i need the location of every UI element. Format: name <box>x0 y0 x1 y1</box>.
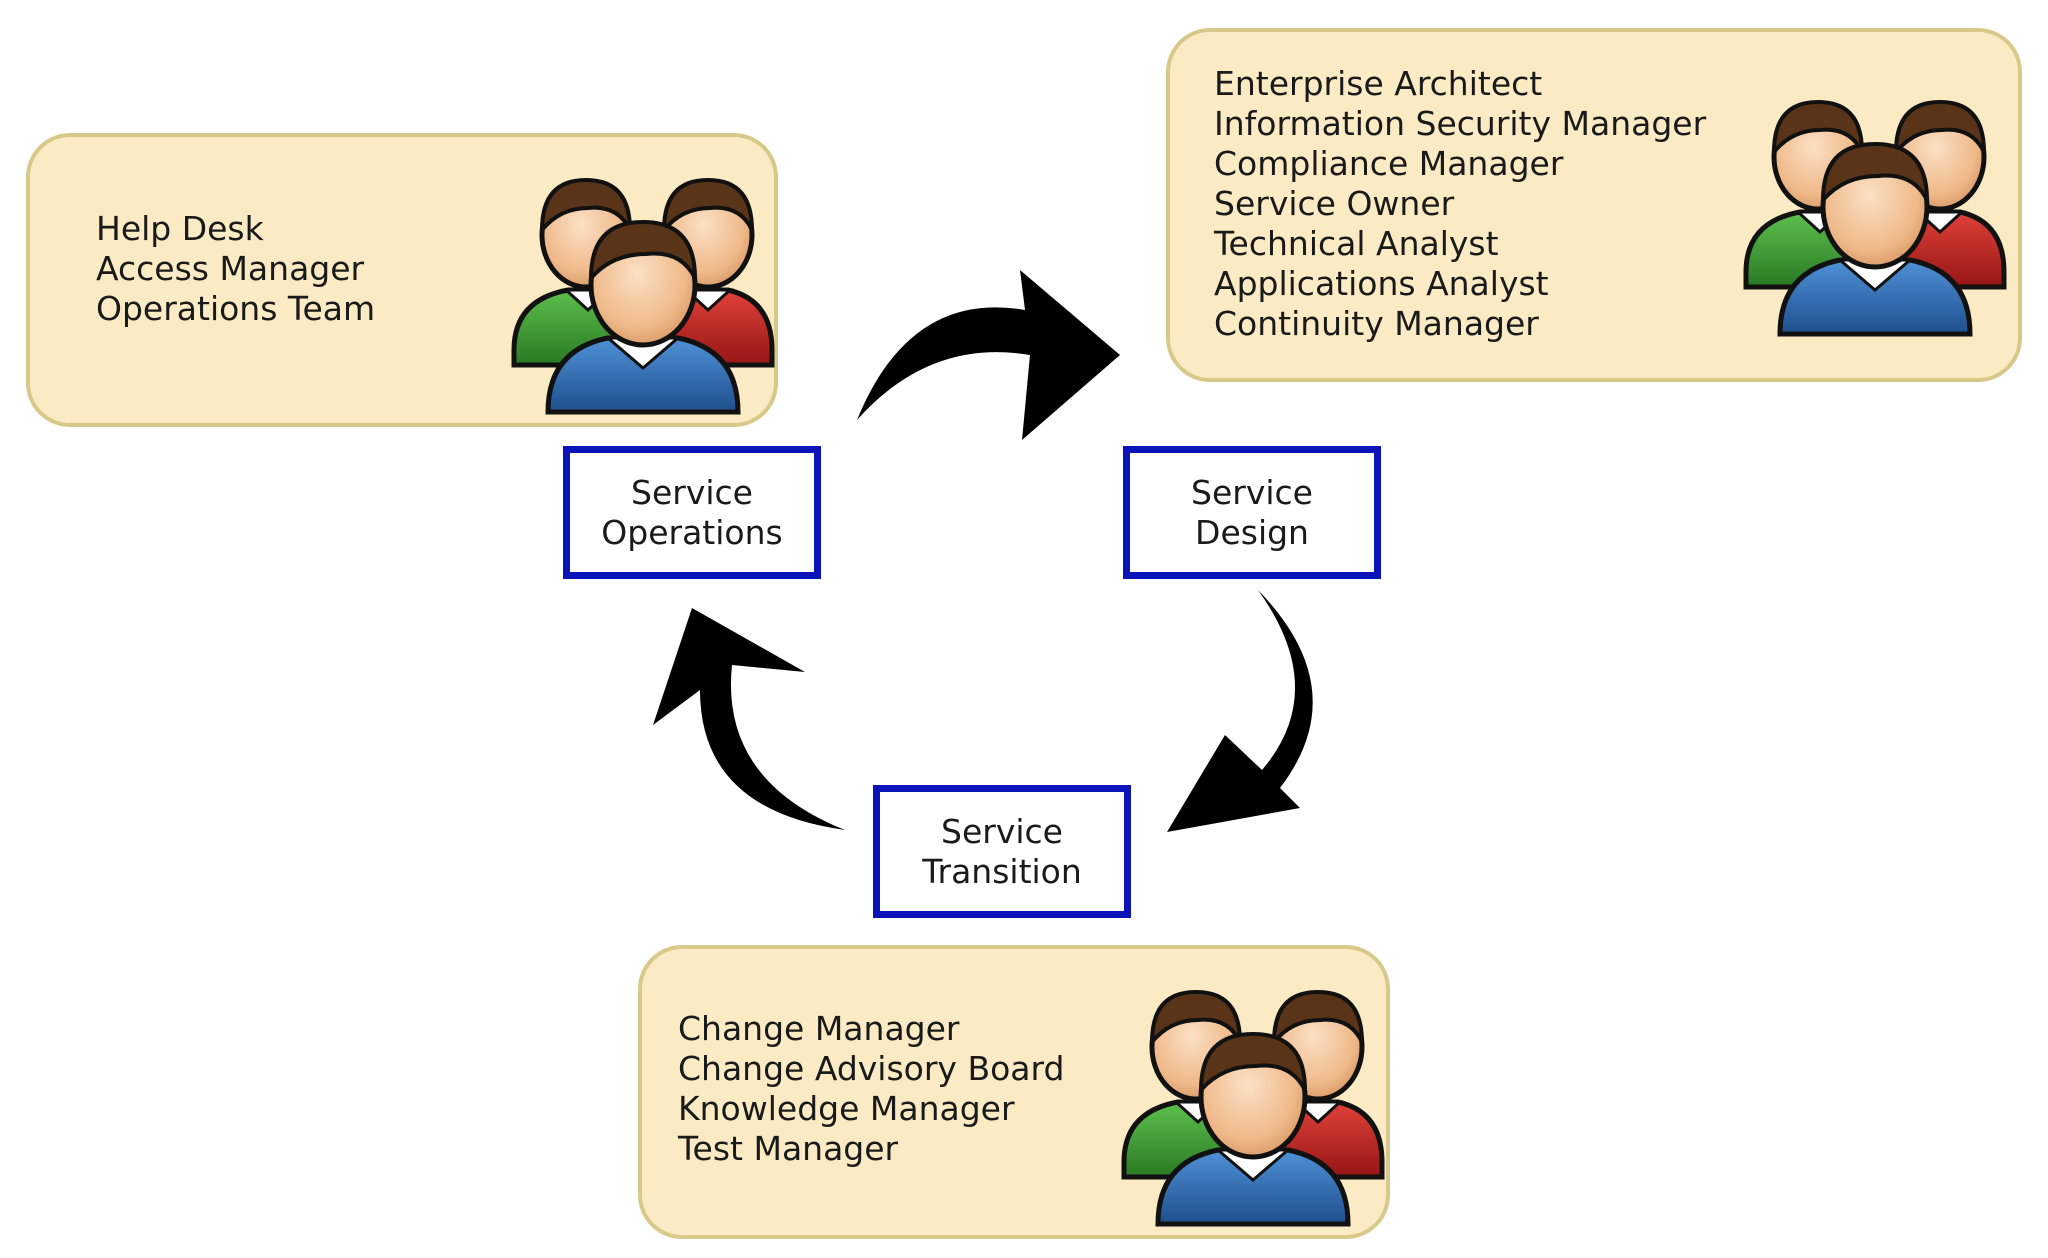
role-item: Service Owner <box>1214 184 1455 223</box>
role-item: Change Advisory Board <box>678 1049 1065 1088</box>
role-item: Change Manager <box>678 1009 960 1048</box>
phase-service-design: Service Design <box>1123 446 1381 579</box>
role-item: Enterprise Architect <box>1214 64 1543 103</box>
phase-label-line1: Service <box>1191 472 1313 512</box>
phase-label-line1: Service <box>941 811 1063 851</box>
phase-service-operations: Service Operations <box>563 446 821 579</box>
phase-label-line1: Service <box>631 472 753 512</box>
operations-role-list: Help Desk Access Manager Operations Team <box>96 209 375 329</box>
transition-role-list: Change Manager Change Advisory Board Kno… <box>678 1009 1064 1169</box>
role-item: Help Desk <box>96 209 264 248</box>
role-item: Compliance Manager <box>1214 144 1564 183</box>
role-item: Access Manager <box>96 249 365 288</box>
role-item: Operations Team <box>96 289 376 328</box>
phase-label-line2: Transition <box>922 851 1082 891</box>
people-group-icon <box>1118 962 1388 1232</box>
curved-arrow-icon <box>653 608 845 830</box>
role-item: Continuity Manager <box>1214 304 1539 343</box>
phase-label-line2: Operations <box>601 512 783 552</box>
role-item: Knowledge Manager <box>678 1089 1015 1128</box>
role-item: Applications Analyst <box>1214 264 1549 303</box>
role-item: Test Manager <box>678 1129 899 1168</box>
curved-arrow-icon <box>1167 590 1313 832</box>
phase-label-line2: Design <box>1195 512 1309 552</box>
phase-service-transition: Service Transition <box>873 785 1131 918</box>
role-item: Information Security Manager <box>1214 104 1707 143</box>
people-group-icon <box>508 150 778 420</box>
design-role-list: Enterprise Architect Information Securit… <box>1214 64 1706 344</box>
curved-arrow-icon <box>857 270 1120 440</box>
people-group-icon <box>1740 72 2010 342</box>
role-item: Technical Analyst <box>1214 224 1499 263</box>
